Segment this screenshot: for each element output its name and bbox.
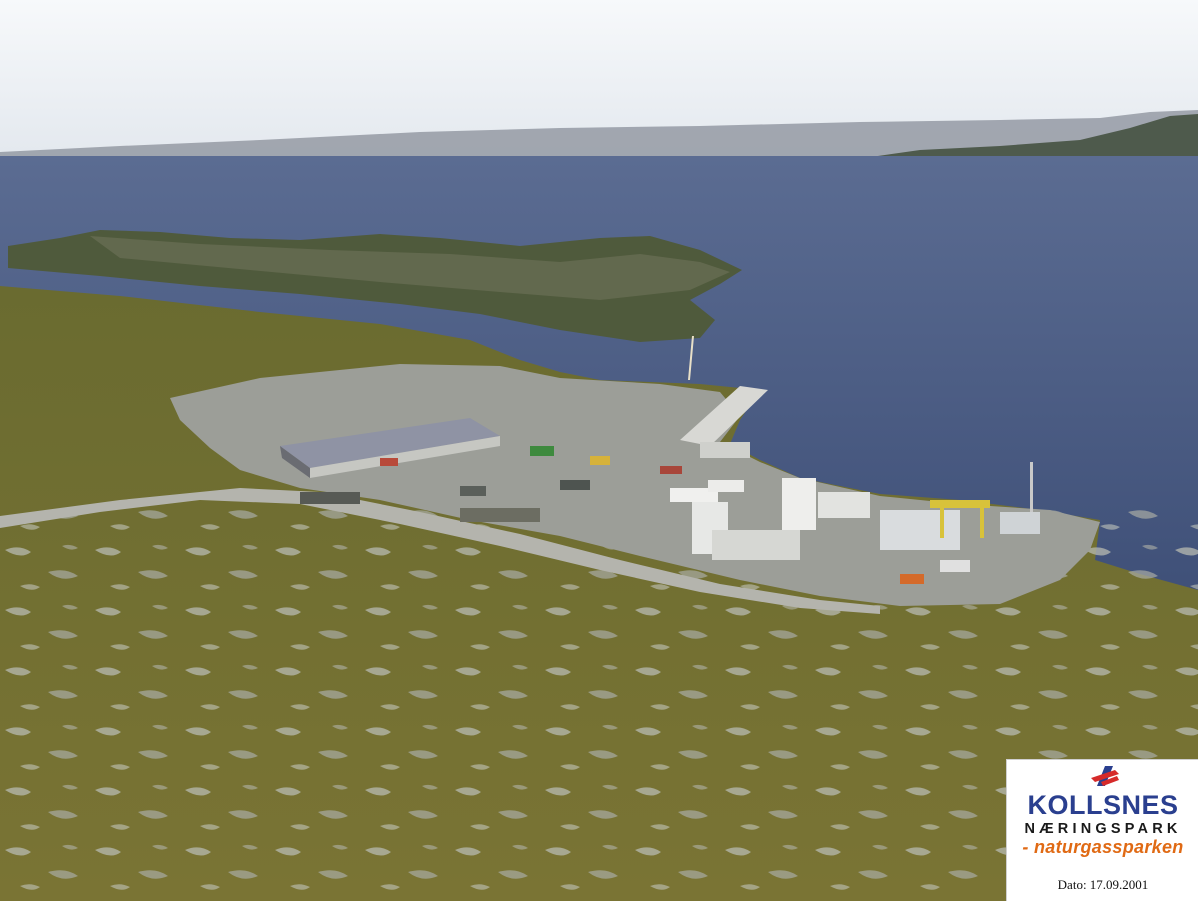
warehouse [280, 418, 500, 478]
equipment-yard [880, 462, 1040, 584]
crane [688, 336, 694, 380]
logo-title: KOLLSNES [1027, 790, 1179, 820]
pier [680, 386, 768, 446]
access-road [0, 488, 880, 614]
processing-buildings [670, 478, 870, 560]
logo-tagline: - naturgassparken [1022, 837, 1184, 857]
containers [300, 446, 682, 522]
kollsnes-logo-panel: KOLLSNES NÆRINGSPARK - naturgassparken D… [1006, 759, 1198, 901]
industrial-yard [170, 364, 1100, 606]
kollsnes-logo-icon [1091, 766, 1119, 786]
logo-subtitle: NÆRINGSPARK [1024, 821, 1182, 837]
date-label: Dato: 17.09.2001 [1057, 877, 1149, 892]
